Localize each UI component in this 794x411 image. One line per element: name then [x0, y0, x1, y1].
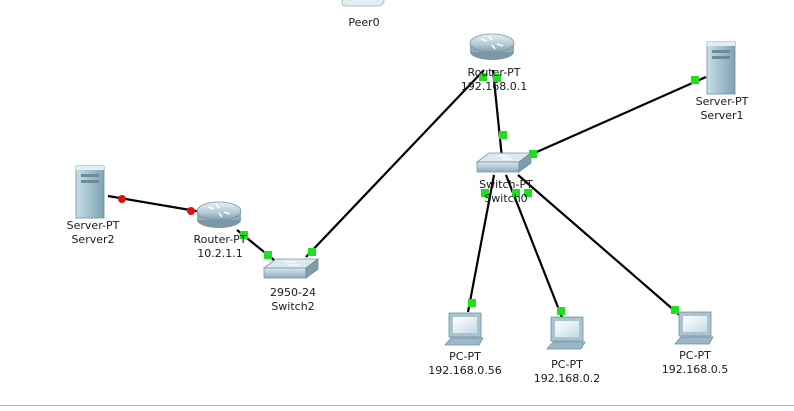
link-light-down-server2-router-10-a: [118, 195, 126, 203]
link-light-up-router-main-switch0-a: [493, 74, 501, 82]
links-layer: [107, 69, 707, 321]
devices-layer: [75, 0, 736, 350]
cloud-icon[interactable]: [341, 0, 385, 7]
device-name-label: 192.168.0.1: [461, 80, 527, 93]
device-type-label: PC-PT: [551, 358, 583, 371]
device-name-label: Switch0: [484, 192, 527, 205]
router-icon[interactable]: [469, 33, 515, 60]
link-light-up-switch0-pc-56-b: [468, 299, 476, 307]
link-light-up-switch0-server1-b: [691, 76, 699, 84]
link-light-up-switch0-pc-2-b: [557, 307, 565, 315]
device-type-label: Server-PT: [696, 95, 749, 108]
device-type-label: Router-PT: [193, 233, 246, 246]
link-light-up-router-main-switch2-b: [308, 248, 316, 256]
device-type-label: Switch-PT: [479, 178, 533, 191]
device-name-label: 192.168.0.5: [662, 363, 728, 376]
server-icon[interactable]: [75, 165, 105, 219]
link-light-up-router-10-switch2-b: [264, 251, 272, 259]
pc-icon[interactable]: [674, 311, 714, 345]
device-type-label: Server-PT: [67, 219, 120, 232]
workspace-bottom-border: [0, 405, 794, 406]
link-light-up-router-main-switch0-b: [499, 131, 507, 139]
cable-router-main-to-switch2[interactable]: [305, 69, 485, 258]
link-lights-layer: [118, 73, 699, 315]
router-icon[interactable]: [196, 201, 242, 228]
device-name-label: 192.168.0.2: [534, 372, 600, 385]
cable-switch0-to-server1[interactable]: [529, 75, 707, 157]
device-name-label: 192.168.0.56: [428, 364, 501, 377]
switch-icon[interactable]: [262, 258, 320, 279]
device-name-label: Switch2: [271, 300, 314, 313]
device-name-label: Server1: [700, 109, 743, 122]
switch-icon[interactable]: [475, 152, 533, 173]
device-type-label: PC-PT: [449, 350, 481, 363]
link-light-up-switch0-server1-a: [529, 150, 537, 158]
cable-switch0-to-pc-56[interactable]: [466, 174, 496, 313]
link-light-up-switch0-pc-2-a: [512, 189, 520, 197]
link-light-up-switch0-pc-5-b: [671, 306, 679, 314]
device-name-label: Server2: [71, 233, 114, 246]
labels-layer: Peer0Router-PT192.168.0.1Server-PTServer…: [67, 16, 749, 385]
cable-switch0-to-pc-5[interactable]: [517, 174, 684, 319]
cable-router-main-to-switch0[interactable]: [491, 69, 505, 169]
pc-icon[interactable]: [546, 316, 586, 350]
device-type-label: PC-PT: [679, 349, 711, 362]
device-type-label: 2950-24: [270, 286, 316, 299]
server-icon[interactable]: [706, 41, 736, 95]
link-light-up-switch0-pc-5-a: [524, 189, 532, 197]
device-type-label: Router-PT: [467, 66, 520, 79]
link-light-up-router-main-switch2-a: [479, 73, 487, 81]
device-name-label: Peer0: [348, 16, 379, 29]
link-light-up-switch0-pc-56-a: [481, 189, 489, 197]
cable-switch0-to-pc-2[interactable]: [504, 174, 565, 321]
link-light-down-server2-router-10-b: [187, 207, 195, 215]
pc-icon[interactable]: [444, 312, 484, 346]
device-name-label: 10.2.1.1: [197, 247, 242, 260]
link-light-up-router-10-switch2-a: [240, 231, 248, 239]
